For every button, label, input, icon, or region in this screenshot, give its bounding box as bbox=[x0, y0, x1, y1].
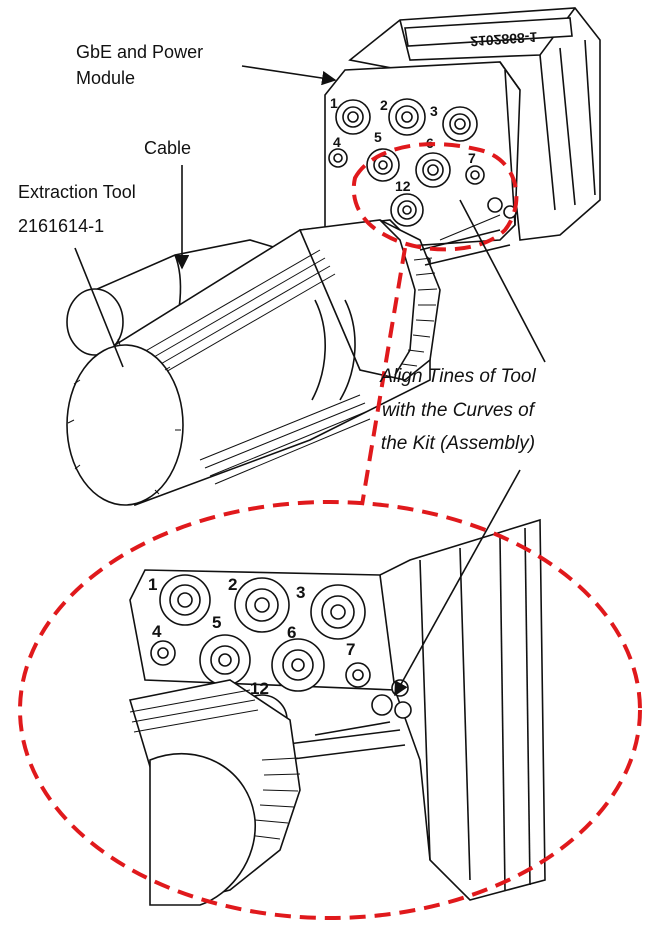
detail-pin-label-2: 2 bbox=[228, 575, 237, 594]
module-pins: 1 2 3 4 5 6 7 12 bbox=[328, 95, 517, 227]
pin-label-2: 2 bbox=[380, 97, 388, 113]
label-align-line1: Align Tines of Tool bbox=[379, 366, 536, 387]
extraction-tool bbox=[66, 219, 441, 507]
detail-callout-ellipse bbox=[18, 500, 642, 920]
label-module-line1: GbE and Power bbox=[76, 42, 203, 62]
pin-label-1: 1 bbox=[330, 95, 338, 111]
detail-pin-label-7: 7 bbox=[346, 640, 355, 659]
label-cable: Cable bbox=[144, 138, 191, 158]
label-align-line3: the Kit (Assembly) bbox=[381, 433, 535, 454]
detail-pin-label-3: 3 bbox=[296, 583, 305, 602]
pin-label-7: 7 bbox=[468, 150, 476, 166]
detail-pin-label-1: 1 bbox=[148, 575, 157, 594]
detail-pin-label-5: 5 bbox=[212, 613, 221, 632]
label-align-line2: with the Curves of bbox=[382, 400, 536, 421]
detail-pin-label-12: 12 bbox=[250, 679, 269, 698]
pin-label-3: 3 bbox=[430, 103, 438, 119]
detail-view: 1 2 3 4 5 6 7 12 bbox=[128, 518, 546, 906]
part-marking: 2102868-1 bbox=[470, 29, 538, 50]
label-tool-line2: 2161614-1 bbox=[18, 216, 104, 236]
pin-label-4: 4 bbox=[333, 134, 341, 150]
detail-pin-label-6: 6 bbox=[287, 623, 296, 642]
label-tool-line1: Extraction Tool bbox=[18, 182, 136, 202]
callout-connector bbox=[360, 247, 407, 506]
detail-pin-label-4: 4 bbox=[152, 622, 162, 641]
label-module-line2: Module bbox=[76, 68, 135, 88]
pin-label-12: 12 bbox=[395, 178, 411, 194]
tine-highlight-top bbox=[351, 142, 519, 252]
pin-label-5: 5 bbox=[374, 129, 382, 145]
